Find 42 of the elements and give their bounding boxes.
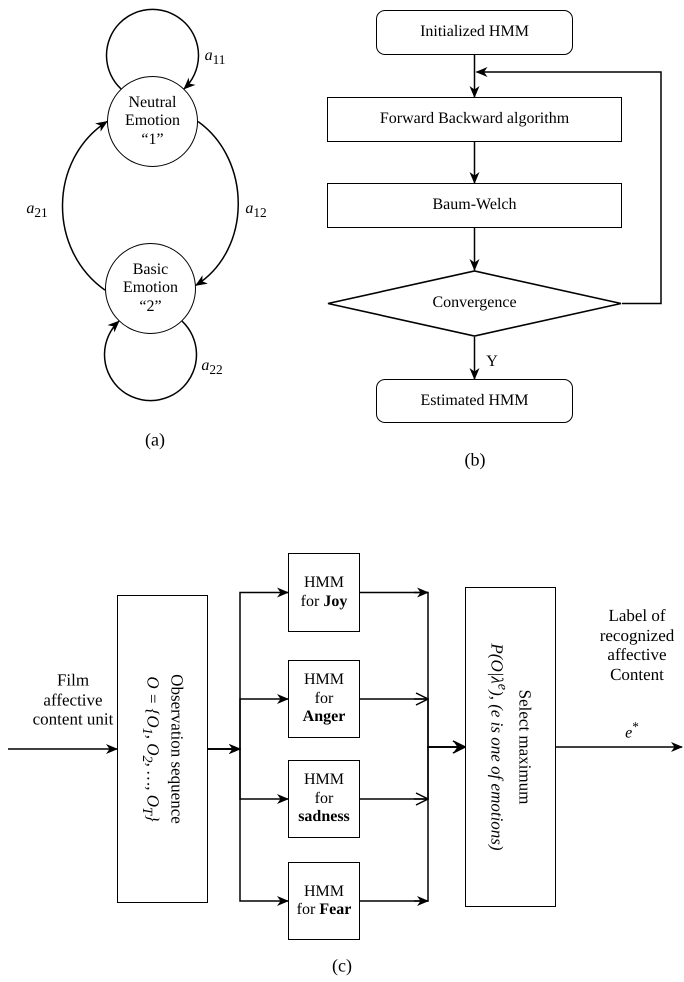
output-label: Label of recognized affective Content [598,606,676,684]
node-text: Estimated HMM [420,392,530,410]
arrow [470,228,480,271]
arrow [470,337,480,380]
start-box [376,10,573,55]
node-text: Baum-Welch [431,196,518,215]
node-text: Convergence [431,294,518,313]
arrow [195,120,239,286]
panel-caption: (c) [332,956,352,976]
process-box [465,587,556,907]
node-text: Initialized HMM [419,23,530,42]
node-text: HMM for Anger [302,671,346,727]
arrow [106,8,200,90]
model-box [288,760,360,838]
node-text: HMM for Fear [296,882,352,920]
arrow [476,67,662,304]
process-box [117,595,208,903]
arrow [556,742,683,752]
node-text: Select maximum [514,688,534,806]
arrow [8,744,118,754]
model-box [288,660,360,738]
decision-diamond [327,270,622,337]
node-text: Neutral Emotion “1” [124,94,182,150]
arrow [62,120,108,291]
node-text: HMM for sadness [297,771,351,827]
arrow [208,744,289,906]
model-box [288,862,360,940]
arrow [104,320,198,402]
node-text: HMM for Joy [300,574,348,611]
arrow [360,740,466,806]
panel-caption: (b) [464,450,486,470]
arrow [470,55,480,98]
panel-caption: (a) [145,430,165,450]
process-box [327,97,622,142]
edge-label: Film affective content unit [32,670,114,730]
node-text: Basic Emotion “2” [122,260,180,316]
model-box [288,553,360,632]
end-box [376,379,573,423]
node-text: Observation sequence [166,673,186,826]
process-box [327,183,622,228]
arrow [470,142,480,184]
node-text: Forward Backward algorithm [378,110,570,129]
